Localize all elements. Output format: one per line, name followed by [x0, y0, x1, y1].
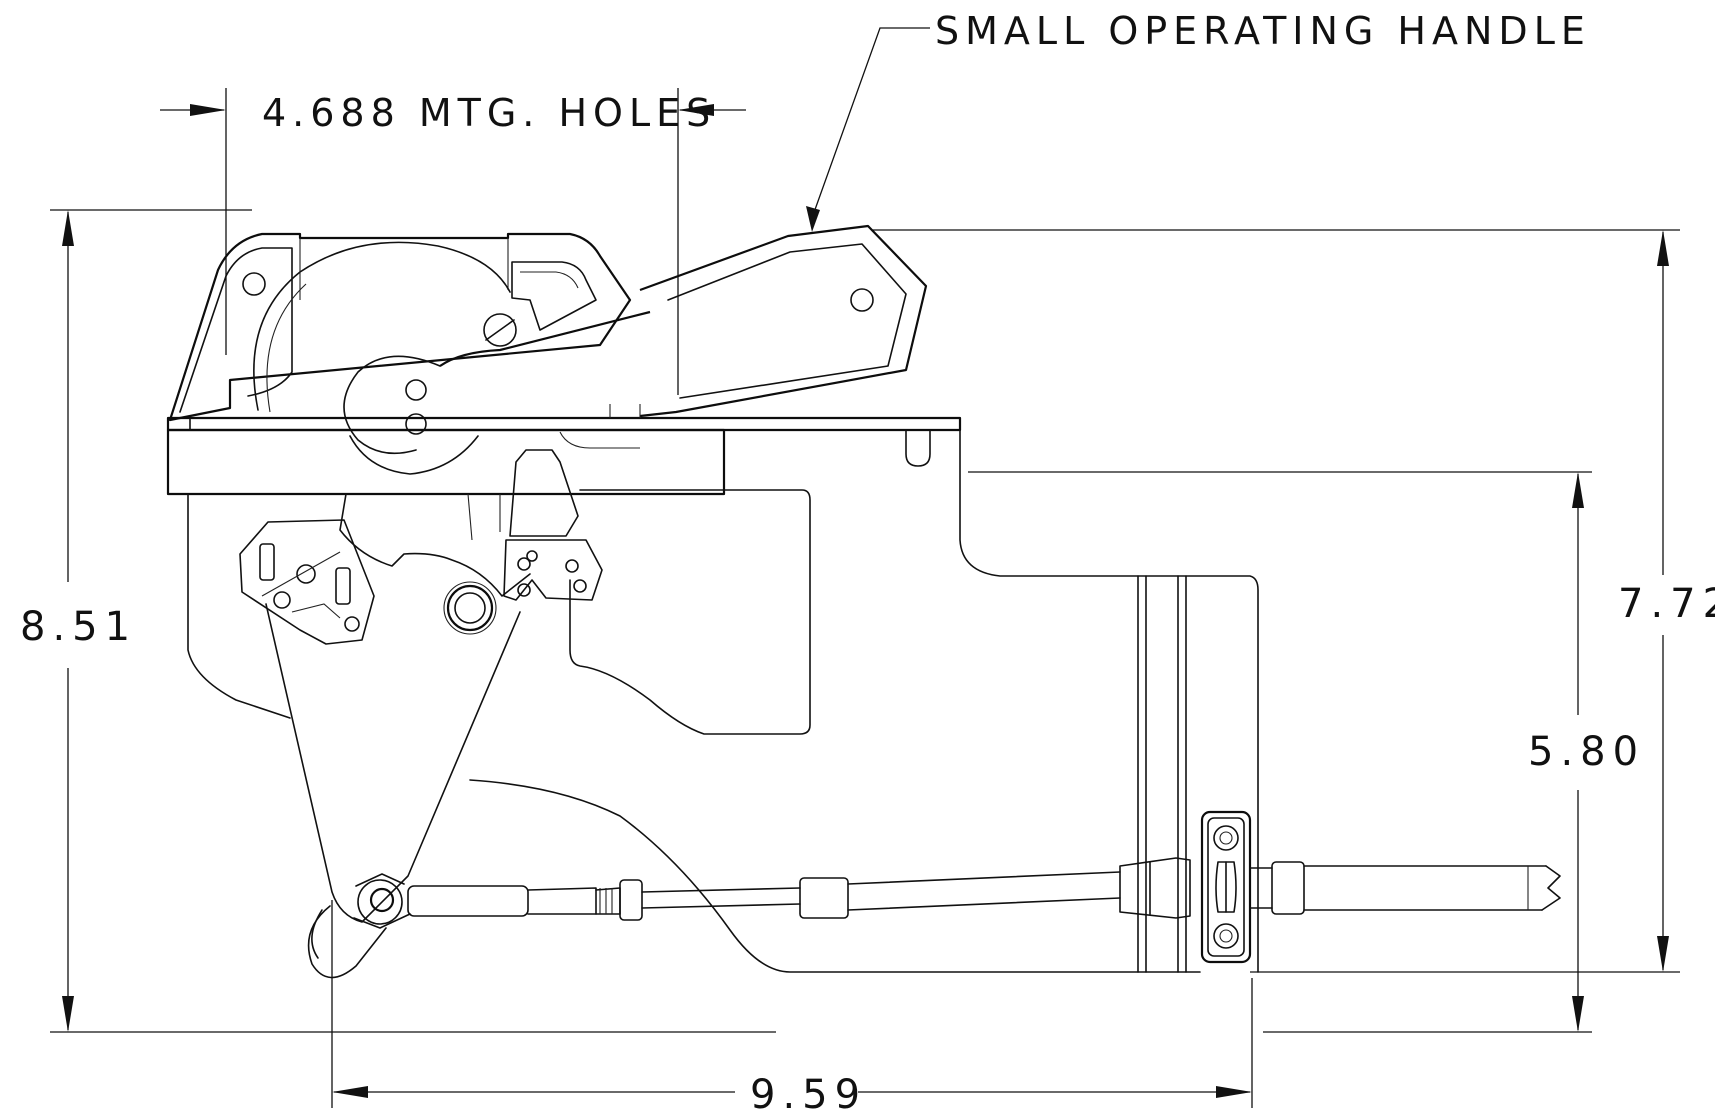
cable-clamp: [1200, 810, 1252, 964]
overall-height-label: 8.51: [20, 604, 137, 650]
cable-jacket: [1249, 861, 1561, 915]
handle-height-label: 7.72: [1618, 581, 1715, 627]
control-cable: [641, 857, 1191, 919]
operating-handle: [343, 224, 928, 455]
pivot-hub: [349, 435, 479, 475]
mounting-holes-label: 4.688 MTG. HOLES: [262, 91, 716, 135]
mounting-holes-dimension: 4.688 MTG. HOLES: [160, 88, 746, 395]
upper-housing: [168, 232, 632, 422]
channel-rail: [1137, 575, 1187, 973]
handle-height-dimension: 7.72: [872, 229, 1715, 973]
detent-block: [467, 449, 603, 601]
base-plate: [166, 404, 962, 496]
cable-height-dimension: 5.80: [968, 471, 1645, 1033]
lower-bracket: [187, 429, 1259, 973]
quadrant-disc: [253, 241, 511, 413]
cable-height-label: 5.80: [1528, 729, 1645, 775]
actuating-lever: [239, 493, 531, 923]
overall-height-dimension: 8.51: [20, 209, 776, 1033]
handle-callout-label: SMALL OPERATING HANDLE: [935, 9, 1591, 53]
handle-callout: SMALL OPERATING HANDLE: [806, 9, 1591, 232]
overall-width-label: 9.59: [750, 1072, 867, 1118]
cable-end-clip: [307, 873, 643, 979]
bushing: [443, 581, 497, 635]
overall-width-dimension: 9.59: [331, 900, 1253, 1118]
